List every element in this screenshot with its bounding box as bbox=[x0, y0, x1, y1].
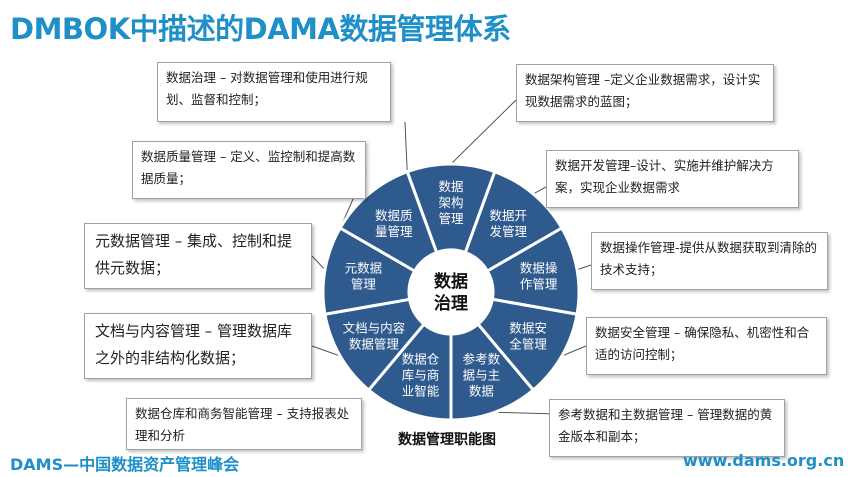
center-label: 治理 bbox=[434, 293, 468, 314]
segment-label: 业智能 bbox=[402, 384, 440, 399]
box-quality: 数据质量管理 – 定义、监控制和提高数据质量； bbox=[132, 141, 366, 199]
wheel-segment bbox=[338, 169, 439, 274]
segment-label: 管理 bbox=[438, 211, 464, 226]
slide-title: DMBOK中描述的DAMA数据管理体系 bbox=[10, 12, 511, 46]
connector-line bbox=[311, 345, 341, 357]
segment-label: 据与主 bbox=[463, 368, 501, 383]
diagram-caption: 数据管理职能图 bbox=[398, 432, 496, 448]
center-circle bbox=[411, 252, 491, 332]
box-dw-bi: 数据仓库和商务智能管理 – 支持报表处理和分析 bbox=[126, 398, 362, 450]
segment-label: 参考数 bbox=[463, 352, 501, 367]
box-development: 数据开发管理–设计、实施并维护解决方案，实现企业数据需求 bbox=[546, 150, 799, 208]
segment-label: 数据开 bbox=[489, 208, 527, 223]
box-reference: 参考数据和主数据管理 – 管理数据的黄金版本和副本； bbox=[549, 399, 785, 457]
connector-line bbox=[561, 345, 587, 357]
segment-label: 元数据 bbox=[345, 261, 383, 276]
footer-organizer: DAMS—中国数据资产管理峰会 bbox=[10, 455, 240, 474]
segment-label: 量管理 bbox=[375, 224, 413, 239]
wheel-segments: 数据架构管理数据开发管理数据操作管理数据安全管理参考数据与主数据数据仓库与商业智… bbox=[321, 162, 581, 422]
box-governance: 数据治理 – 对数据管理和使用进行规划、监督和控制； bbox=[157, 62, 391, 122]
connector-line bbox=[494, 411, 559, 415]
box-architecture: 数据架构管理 –定义企业数据需求，设计实现数据需求的蓝图； bbox=[516, 64, 774, 122]
box-operations: 数据操作管理-提供从数据获取到清除的技术支持； bbox=[591, 232, 828, 290]
segment-label: 发管理 bbox=[489, 224, 527, 239]
connector-line bbox=[450, 99, 517, 165]
segment-label: 库与商 bbox=[402, 368, 440, 383]
connector-line bbox=[404, 121, 408, 172]
segment-label: 作管理 bbox=[520, 277, 558, 292]
box-document: 文档与内容管理 – 管理数据库之外的非结构化数据； bbox=[84, 313, 312, 379]
segment-label: 数据 bbox=[438, 179, 463, 194]
connector-line bbox=[311, 255, 326, 271]
segment-label: 数据安 bbox=[509, 321, 547, 336]
center-label: 数据 bbox=[434, 271, 468, 292]
segment-label: 管理 bbox=[351, 277, 377, 292]
box-metadata: 元数据管理 – 集成、控制和提供元数据； bbox=[84, 223, 312, 289]
segment-label: 架构 bbox=[438, 195, 463, 210]
segment-label: 数据管理 bbox=[349, 337, 400, 352]
wheel-center: 数据治理 bbox=[411, 252, 491, 332]
segment-label: 数据 bbox=[469, 384, 494, 399]
segment-label: 数据质 bbox=[375, 208, 413, 223]
segment-label: 数据操 bbox=[520, 261, 558, 276]
box-security: 数据安全管理 – 确保隐私、机密性和合适的访问控制； bbox=[586, 317, 827, 375]
segment-label: 全管理 bbox=[509, 337, 547, 352]
segment-label: 文档与内容 bbox=[343, 321, 406, 336]
footer-website: www.dams.org.cn bbox=[683, 451, 845, 470]
segment-label: 数据仓 bbox=[402, 352, 440, 367]
